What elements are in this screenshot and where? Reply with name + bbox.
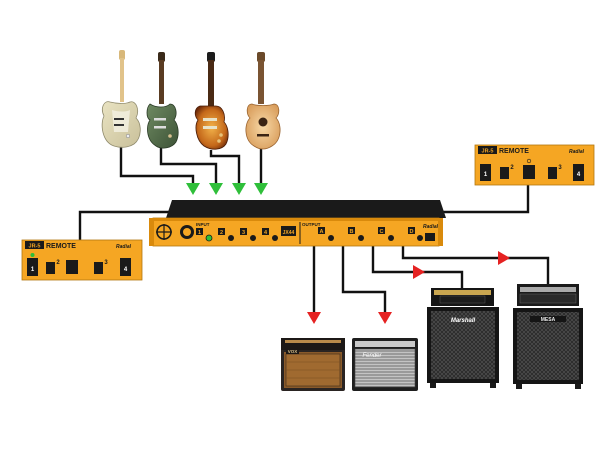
remote-right-footswitch-3[interactable]	[523, 158, 535, 179]
rack-top-surface	[166, 200, 446, 218]
remote-footswitch-left: JR-5 REMOTE Radial 1 2 3 4	[21, 239, 143, 281]
remote-left-footswitch-1[interactable]: 1	[27, 253, 38, 276]
svg-text:2: 2	[220, 230, 223, 236]
input-arrows	[186, 183, 268, 195]
svg-text:3: 3	[242, 230, 245, 236]
acoustic-guitar-icon	[245, 52, 281, 150]
vox-combo-amp-icon: VOX	[281, 338, 345, 391]
cable-remote-left	[78, 210, 170, 240]
remote-right-footswitch-1[interactable]: 1	[480, 164, 491, 181]
svg-text:JR-5: JR-5	[482, 149, 494, 155]
svg-text:D: D	[410, 229, 414, 235]
rack-output-channel-a: A	[318, 227, 334, 241]
svg-text:JX44: JX44	[283, 230, 295, 236]
svg-text:1: 1	[198, 230, 201, 236]
cable-guitar-2	[159, 145, 218, 188]
rack-input-channel-1: 1	[196, 228, 213, 242]
cable-output-d	[401, 245, 550, 284]
svg-text:4: 4	[124, 267, 128, 273]
rack-brand-logo: Radial	[423, 224, 439, 230]
svg-text:2: 2	[510, 165, 514, 171]
svg-text:MESA: MESA	[541, 317, 556, 323]
svg-text:Marshall: Marshall	[451, 318, 476, 324]
svg-text:C: C	[380, 229, 384, 235]
cable-guitar-3	[209, 150, 241, 188]
svg-text:A: A	[320, 229, 324, 235]
remote-right-logo: Radial	[569, 149, 585, 155]
remote-right-badge	[478, 146, 497, 154]
rack-output-channel-d: D	[408, 227, 423, 241]
remote-right-footswitch-4[interactable]: 3	[548, 165, 562, 179]
svg-text:4: 4	[577, 172, 581, 178]
fender-combo-amp-icon: Fender	[352, 338, 418, 391]
svg-text:1: 1	[31, 267, 35, 273]
cable-remote-right	[436, 184, 530, 214]
remote-footswitch-right: JR-5 REMOTE Radial 1 2 3 4	[474, 144, 595, 186]
input-arrow-3	[232, 183, 246, 195]
cable-output-b	[341, 245, 387, 315]
rack-input-label: INPUT	[196, 222, 210, 227]
input-arrow-2	[209, 183, 223, 195]
svg-text:B: B	[350, 229, 354, 235]
remote-left-footswitch-3[interactable]	[66, 260, 78, 274]
remote-left-logo: Radial	[116, 244, 132, 250]
remote-left-footswitch-5[interactable]: 4	[120, 258, 131, 276]
output-arrows	[307, 251, 510, 324]
remote-left-footswitch-2[interactable]: 2	[46, 260, 60, 274]
output-arrow-a	[307, 312, 321, 324]
remote-right-footswitch-5[interactable]: 4	[573, 164, 584, 181]
rack-input-channel-2: 2	[218, 228, 234, 241]
rack-switcher-unit: INPUT 1 2 3 4 JX44 OUTPUT A	[149, 200, 446, 247]
mesa-stack-amp-icon: MESA	[513, 284, 583, 389]
input-arrow-4	[254, 183, 268, 195]
output-arrow-b	[378, 312, 392, 324]
rack-input-channel-3: 3	[240, 228, 256, 241]
rack-output-channel-c: C	[378, 227, 394, 241]
marshall-stack-amp-icon: Marshall	[427, 288, 499, 388]
cable-output-c	[371, 245, 464, 288]
electric-stratocaster-guitar-icon	[101, 50, 141, 148]
input-arrow-1	[186, 183, 200, 195]
svg-text:VOX: VOX	[288, 349, 298, 354]
remote-right-title: REMOTE	[499, 148, 529, 155]
svg-text:4: 4	[264, 230, 268, 236]
electric-lespaul-guitar-icon	[194, 52, 229, 150]
svg-text:Fender: Fender	[362, 353, 382, 359]
electric-prs-guitar-icon	[146, 52, 179, 149]
remote-left-title: REMOTE	[46, 243, 76, 250]
rack-model-badge	[281, 226, 296, 236]
svg-text:1: 1	[484, 172, 488, 178]
rack-input-channel-4: 4	[262, 228, 278, 241]
svg-text:2: 2	[56, 260, 60, 266]
svg-text:3: 3	[104, 260, 108, 266]
svg-text:JR-5: JR-5	[29, 244, 41, 250]
svg-text:3: 3	[558, 165, 562, 171]
cable-guitar-1	[119, 145, 195, 188]
remote-left-badge	[25, 241, 44, 249]
output-arrow-c	[413, 265, 425, 279]
output-arrow-d	[498, 251, 510, 265]
remote-left-footswitch-4[interactable]: 3	[94, 260, 108, 274]
rack-output-label: OUTPUT	[302, 222, 321, 227]
remote-right-footswitch-2[interactable]: 2	[500, 165, 514, 179]
rack-output-channel-b: B	[348, 227, 364, 241]
